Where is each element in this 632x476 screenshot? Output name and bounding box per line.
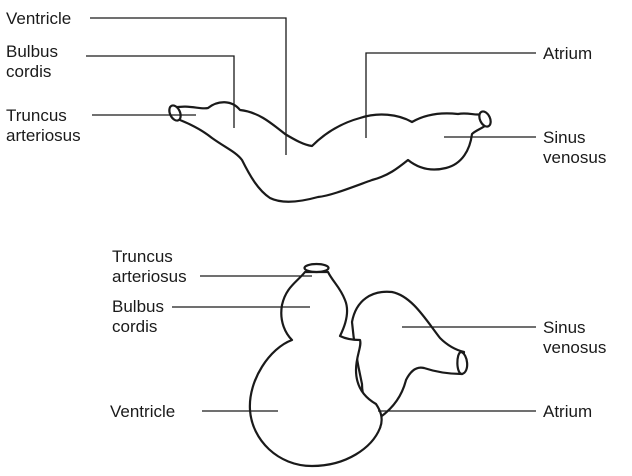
top-truncus-label-line1: Truncus [6, 106, 67, 125]
bottom-ventricle-label: Ventricle [110, 402, 175, 421]
top-atrium-label: Atrium [543, 44, 592, 63]
bottom-truncus-opening [305, 264, 329, 272]
top-bulbus-label-line1: Bulbus [6, 42, 58, 61]
bottom-sinus-label-line2: venosus [543, 338, 606, 357]
top-bulbus-label-line2: cordis [6, 62, 51, 81]
bottom-sinus-opening [457, 352, 467, 374]
top-sinus-label-line1: Sinus [543, 128, 586, 147]
top-sinus-label-line2: venosus [543, 148, 606, 167]
top-ventricle-label: Ventricle [6, 9, 71, 28]
top-heart-tube [167, 102, 493, 201]
top-heart-tube-outline [171, 102, 490, 201]
top-truncus-label-line2: arteriosus [6, 126, 81, 145]
bottom-truncus-label-line1: Truncus [112, 247, 173, 266]
bottom-atrium-label: Atrium [543, 402, 592, 421]
bottom-truncus-label-line2: arteriosus [112, 267, 187, 286]
bottom-bulbus-label-line1: Bulbus [112, 297, 164, 316]
bottom-looped-heart [250, 264, 467, 466]
bottom-bulbus-label-line2: cordis [112, 317, 157, 336]
bottom-sinus-label-line1: Sinus [543, 318, 586, 337]
top-labels: Ventricle Bulbus cordis Truncus arterios… [6, 9, 606, 167]
